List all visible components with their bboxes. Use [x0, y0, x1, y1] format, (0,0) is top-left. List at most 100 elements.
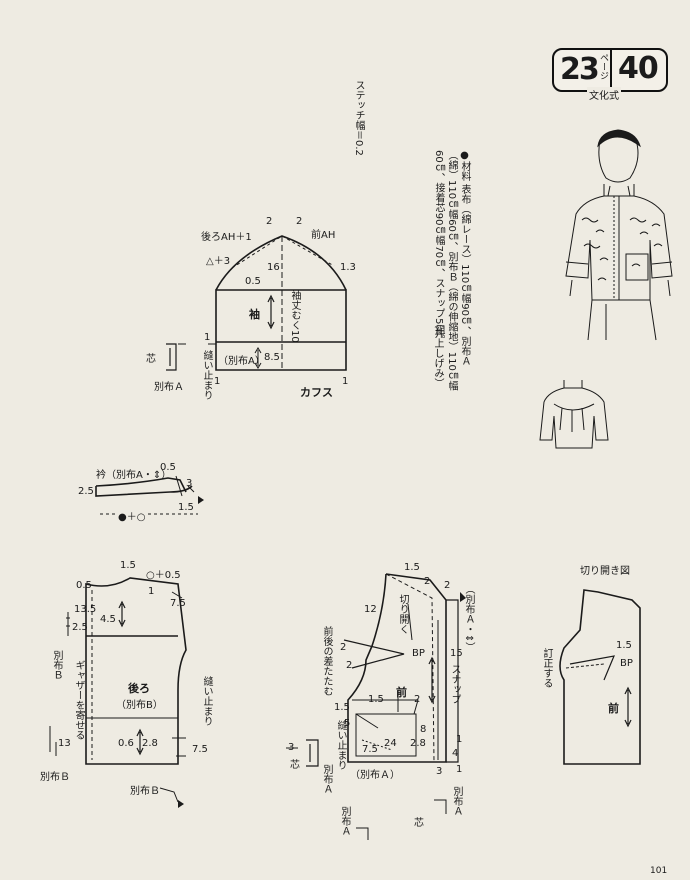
sleeve-core: 芯 — [146, 354, 156, 365]
slash-bp: BP — [620, 658, 633, 669]
slash-open-diagram — [559, 589, 641, 765]
front-fabric-a-left: 別布Ａ — [321, 764, 332, 794]
back-fabric-b-side: 別布Ｂ — [51, 650, 62, 680]
front-core-bottom: 芯 — [414, 818, 424, 829]
front-name: 前 — [396, 686, 407, 699]
back-fabric: （別布B） — [116, 700, 163, 711]
slash-name: 前 — [608, 702, 619, 715]
front-fabric-a-top: （別布Ａ・⇕） — [463, 584, 474, 653]
sleeve-num: 8.5 — [264, 352, 280, 363]
collar-num: 2.5 — [78, 486, 94, 497]
front-num: 4 — [452, 748, 459, 759]
front-shift: 前後の差たたむ — [321, 626, 332, 696]
front-num: 2.8 — [410, 738, 426, 749]
back-num: 7.5 — [170, 598, 186, 609]
front-num: 2 — [414, 694, 421, 705]
slash-true-note: 訂正する — [541, 648, 552, 688]
model-figure — [565, 129, 673, 341]
sleeve-fabric-note: （別布A） — [218, 356, 265, 367]
front-num: 12 — [364, 604, 377, 615]
back-num: 7.5 — [192, 744, 208, 755]
back-bottom-label: 別布Ｂ — [40, 772, 70, 783]
front-num: 3 — [436, 766, 443, 777]
sleeve-back-ah: 後ろAH＋1 — [201, 232, 252, 243]
back-bodice-pattern — [49, 577, 187, 803]
materials-line-1: ●材料 表布（綿レース）110㎝幅90㎝、別布Ａ — [459, 150, 470, 366]
back-stitch-stop: 縫い止まり — [201, 676, 212, 726]
back-num: 4.5 — [100, 614, 116, 625]
sleeve-name: 袖 — [249, 308, 260, 321]
sleeve-front-ah: 前AH — [311, 230, 336, 241]
page-number: 23 — [560, 52, 600, 87]
back-num: 1.5 — [120, 560, 136, 571]
page-badge: 23 ページ 40 — [552, 48, 668, 92]
sleeve-num: 1.3 — [340, 262, 356, 273]
front-cut-open: 切り開く — [397, 594, 408, 634]
back-num: 13 — [58, 738, 71, 749]
front-core-left: 芯 — [290, 760, 300, 771]
corner-page-number: 101 — [650, 866, 668, 876]
front-fabric-a-right: 別布Ａ — [451, 786, 462, 816]
materials-credit: （井上しげみ） — [432, 318, 443, 388]
back-num: 1 — [148, 586, 155, 597]
materials-line-3: 60㎝、接着芯90㎝幅70㎝、スナップ5組。 — [433, 150, 444, 345]
back-name: 後ろ — [128, 682, 150, 695]
front-num: 5 — [344, 718, 351, 729]
sleeve-pattern — [166, 235, 347, 371]
back-num: 13.5 — [74, 604, 97, 615]
sleeve-stitch-stop: 縫い止まり — [201, 350, 212, 400]
sleeve-num: 1 — [342, 376, 349, 387]
sleeve-length-note: 袖丈むく10 — [289, 290, 300, 343]
sleeve-num: 1 — [204, 332, 211, 343]
front-num: 2 — [424, 576, 431, 587]
front-fabric-a: （別布Ａ） — [350, 770, 400, 781]
sleeve-num: △＋3 — [206, 256, 231, 267]
back-gather: ギャザーを寄せる — [73, 660, 84, 740]
front-num: 8 — [420, 724, 427, 735]
front-num: 2 — [346, 660, 353, 671]
back-num: 0.5 — [76, 580, 92, 591]
sleeve-num: 16 — [267, 262, 280, 273]
front-num: 24 — [384, 738, 397, 749]
sleeve-num: 0.5 — [245, 276, 261, 287]
stitch-note: ステッチ幅＝0.2 — [353, 80, 364, 156]
collar-label: 衿（別布A・⇕） — [96, 470, 172, 481]
sleeve-num: 1 — [214, 376, 221, 387]
collar-num: 3 — [186, 478, 193, 489]
slash-num: 1.5 — [616, 640, 632, 651]
front-stitch-stop: 縫い止まり — [335, 720, 346, 770]
front-bp: BP — [412, 648, 425, 659]
style-label: 文化式 — [587, 87, 621, 102]
front-num: 1.5 — [334, 702, 350, 713]
back-fabric-b-bottom: 別布Ｂ — [130, 786, 160, 797]
front-num: 2 — [340, 642, 347, 653]
front-num: 1 — [456, 764, 463, 775]
back-num: 2.8 — [142, 738, 158, 749]
back-num: 2.5 — [72, 622, 88, 633]
front-num: 15 — [450, 648, 463, 659]
front-bodice-pattern — [286, 573, 459, 840]
front-num: 7.5 — [362, 744, 378, 755]
collar-num: 1.5 — [178, 502, 194, 513]
badge-divider — [610, 50, 612, 90]
cuff-label: カフス — [300, 386, 333, 399]
back-num: ○＋0.5 — [146, 570, 181, 581]
sleeve-num: 2 — [266, 216, 273, 227]
back-view-sketch — [539, 380, 609, 449]
collar-pattern — [95, 475, 198, 515]
collar-num: 0.5 — [160, 462, 176, 473]
materials-line-2: （綿）110㎝幅60㎝、別布Ｂ（綿の伸縮地）110㎝幅 — [446, 150, 457, 391]
front-num: 1 — [456, 734, 463, 745]
front-num: 3 — [288, 742, 295, 753]
front-fabric-a-bottom: 別布Ａ — [339, 806, 350, 836]
back-num: 0.6 — [118, 738, 134, 749]
collar-measure: ●＋○ — [118, 508, 146, 523]
front-num: 2 — [444, 580, 451, 591]
sleeve-fabric-a: 別布Ａ — [154, 382, 184, 393]
front-snap: スナップ — [449, 664, 460, 704]
page-word: ページ — [598, 53, 608, 80]
triangle-mark-icon — [198, 496, 204, 504]
front-num: 1.5 — [368, 694, 384, 705]
